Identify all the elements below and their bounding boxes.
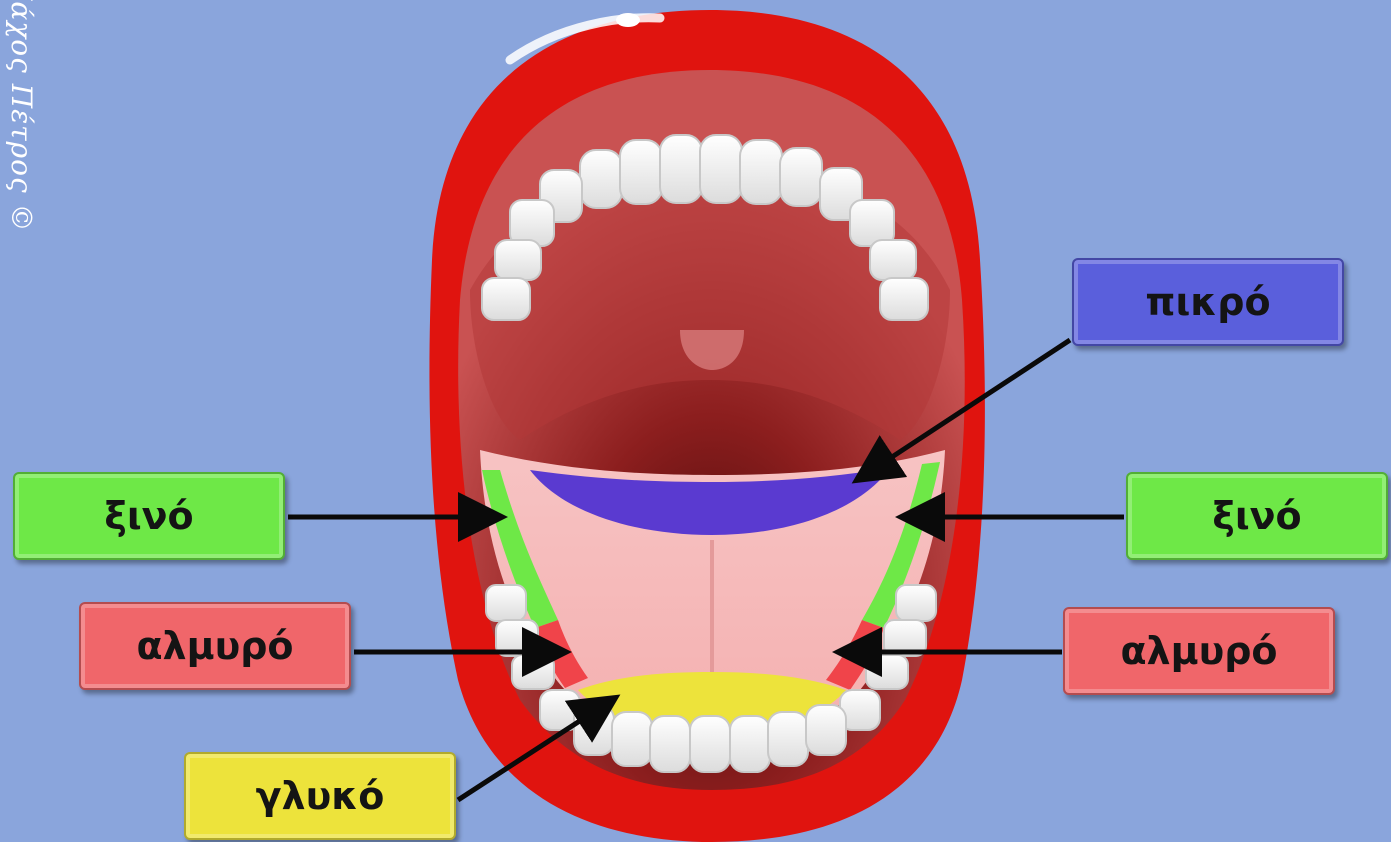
label-salty-right-text: αλμυρό: [1120, 629, 1277, 673]
label-bitter-text: πικρό: [1145, 280, 1270, 324]
label-bitter[interactable]: πικρό: [1072, 258, 1344, 346]
label-sour-left-text: ξινό: [104, 494, 193, 538]
label-sour-right[interactable]: ξινό: [1126, 472, 1388, 560]
label-salty-right[interactable]: αλμυρό: [1063, 607, 1335, 695]
label-sweet[interactable]: γλυκό: [184, 752, 456, 840]
label-sour-right-text: ξινό: [1212, 494, 1301, 538]
label-salty-left[interactable]: αλμυρό: [79, 602, 351, 690]
lip-highlight: [616, 13, 640, 27]
label-salty-left-text: αλμυρό: [136, 624, 293, 668]
label-sweet-text: γλυκό: [256, 774, 385, 818]
label-sour-left[interactable]: ξινό: [13, 472, 285, 560]
